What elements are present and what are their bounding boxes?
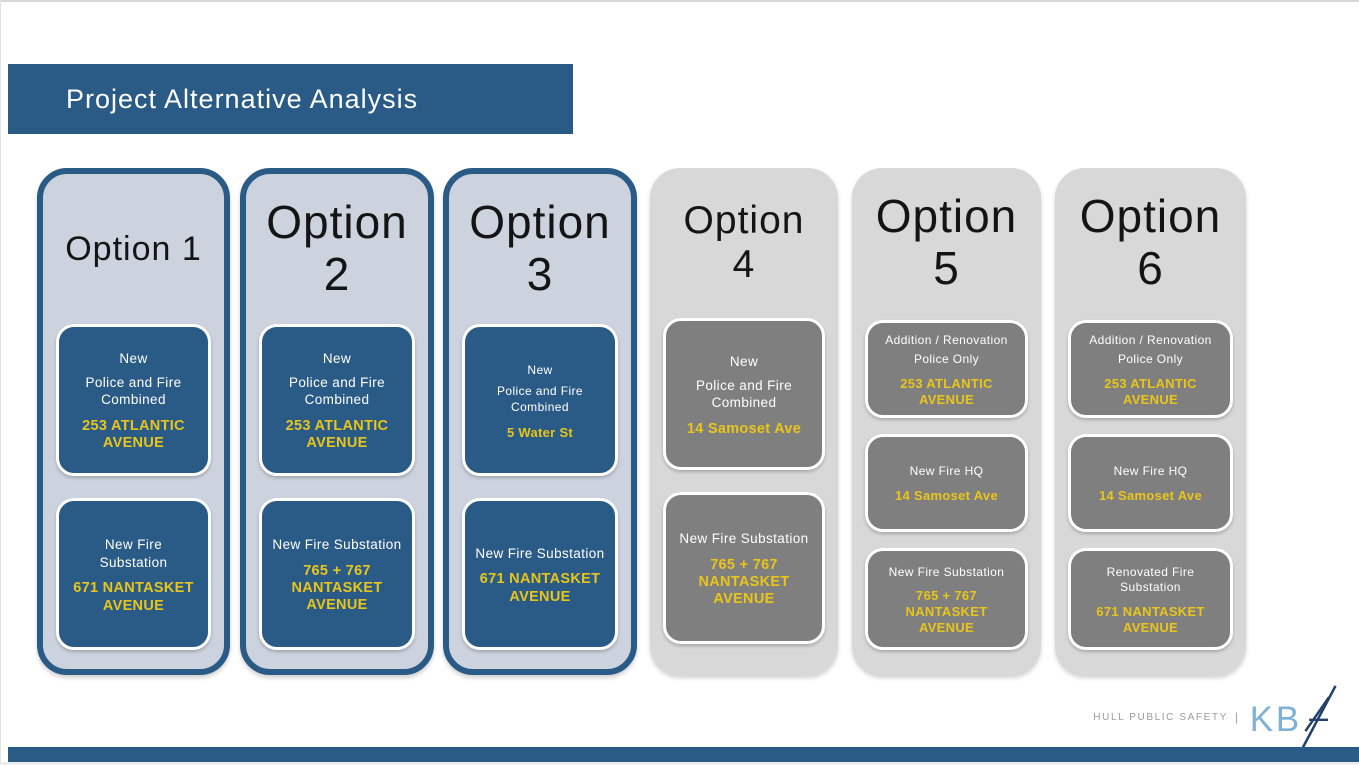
facility-address: 765 + 767 NANTASKET AVENUE — [698, 556, 790, 608]
title-bar: Project Alternative Analysis — [8, 64, 573, 134]
facility-card: Renovated Fire Substation 671 NANTASKET A… — [1068, 548, 1233, 650]
facility-card: New Fire Substation 671 NANTASKET AVENUE — [56, 498, 211, 650]
facility-description: New Fire Substation — [888, 564, 1005, 579]
facility-address: 671 NANTASKET AVENUE — [479, 571, 601, 605]
facility-address: 253 ATLANTIC AVENUE — [1104, 376, 1197, 407]
kba-logo-slash — [1301, 685, 1337, 749]
option-title-text: Option 1 — [65, 229, 202, 268]
facility-address: 671 NANTASKET AVENUE — [73, 580, 194, 614]
option-title-1: Option 1 — [43, 174, 224, 324]
brand-lockup: HULL PUBLIC SAFETY | KB — [1093, 684, 1345, 750]
facility-address: 253 ATLANTIC AVENUE — [900, 376, 993, 407]
facility-address: 14 Samoset Ave — [895, 488, 998, 503]
facility-card: New Fire Substation 765 + 767 NANTASKET A… — [259, 498, 415, 650]
facility-card: New Fire Substation 765 + 767 NANTASKET A… — [865, 548, 1028, 650]
facility-description: Police and Fire Combined — [695, 377, 793, 411]
brand-separator: | — [1234, 710, 1238, 724]
facility-description: New — [527, 362, 553, 377]
facility-description: New Fire HQ — [1113, 464, 1188, 479]
facility-description: Police and Fire Combined — [85, 374, 182, 408]
facility-description: New Fire HQ — [909, 464, 984, 479]
slide-top-border — [0, 0, 1359, 2]
facility-description: Police and Fire Combined — [496, 384, 584, 414]
facility-description: New Fire Substation — [475, 545, 605, 561]
slide-left-border — [0, 0, 1, 765]
slide-bottom-border — [0, 762, 1359, 765]
facility-description: New — [119, 351, 148, 367]
facility-address: 253 ATLANTIC AVENUE — [82, 417, 185, 452]
facility-description: New Fire Substation — [272, 537, 402, 553]
facility-description: Addition / Renovation — [885, 332, 1008, 347]
facility-card: New Fire Substation 671 NANTASKET AVENUE — [462, 498, 618, 650]
facility-address: 671 NANTASKET AVENUE — [1096, 604, 1205, 635]
facility-card: New Fire HQ 14 Samoset Ave — [1068, 434, 1233, 532]
facility-description: Police Only — [1117, 352, 1184, 367]
facility-address: 14 Samoset Ave — [1099, 488, 1202, 503]
facility-address: 765 + 767 NANTASKET AVENUE — [905, 588, 988, 635]
facility-description: Renovated Fire Substation — [1106, 564, 1195, 595]
facility-description: New — [729, 353, 759, 369]
footer-bar — [8, 747, 1359, 762]
facility-description: New — [322, 351, 352, 367]
facility-address: 253 ATLANTIC AVENUE — [285, 417, 389, 452]
kba-logo-kb-text: KB — [1250, 700, 1302, 739]
facility-address: 5 Water St — [506, 424, 574, 440]
facility-description: New Fire Substation — [99, 537, 168, 570]
facility-description: Police Only — [913, 352, 980, 367]
facility-card: New Fire HQ 14 Samoset Ave — [865, 434, 1028, 532]
brand-label: HULL PUBLIC SAFETY — [1093, 711, 1228, 723]
facility-address: 14 Samoset Ave — [686, 420, 802, 437]
kba-logo-icon: KB — [1250, 685, 1337, 749]
kba-logo-a-left-leg — [1304, 696, 1330, 732]
facility-description: Police and Fire Combined — [288, 374, 386, 408]
facility-description: New Fire Substation — [679, 531, 809, 547]
facility-card: New Fire Substation 765 + 767 NANTASKET A… — [663, 492, 825, 644]
page-title: Project Alternative Analysis — [66, 83, 419, 114]
facility-description: Addition / Renovation — [1089, 332, 1212, 347]
facility-address: 765 + 767 NANTASKET AVENUE — [291, 562, 383, 614]
